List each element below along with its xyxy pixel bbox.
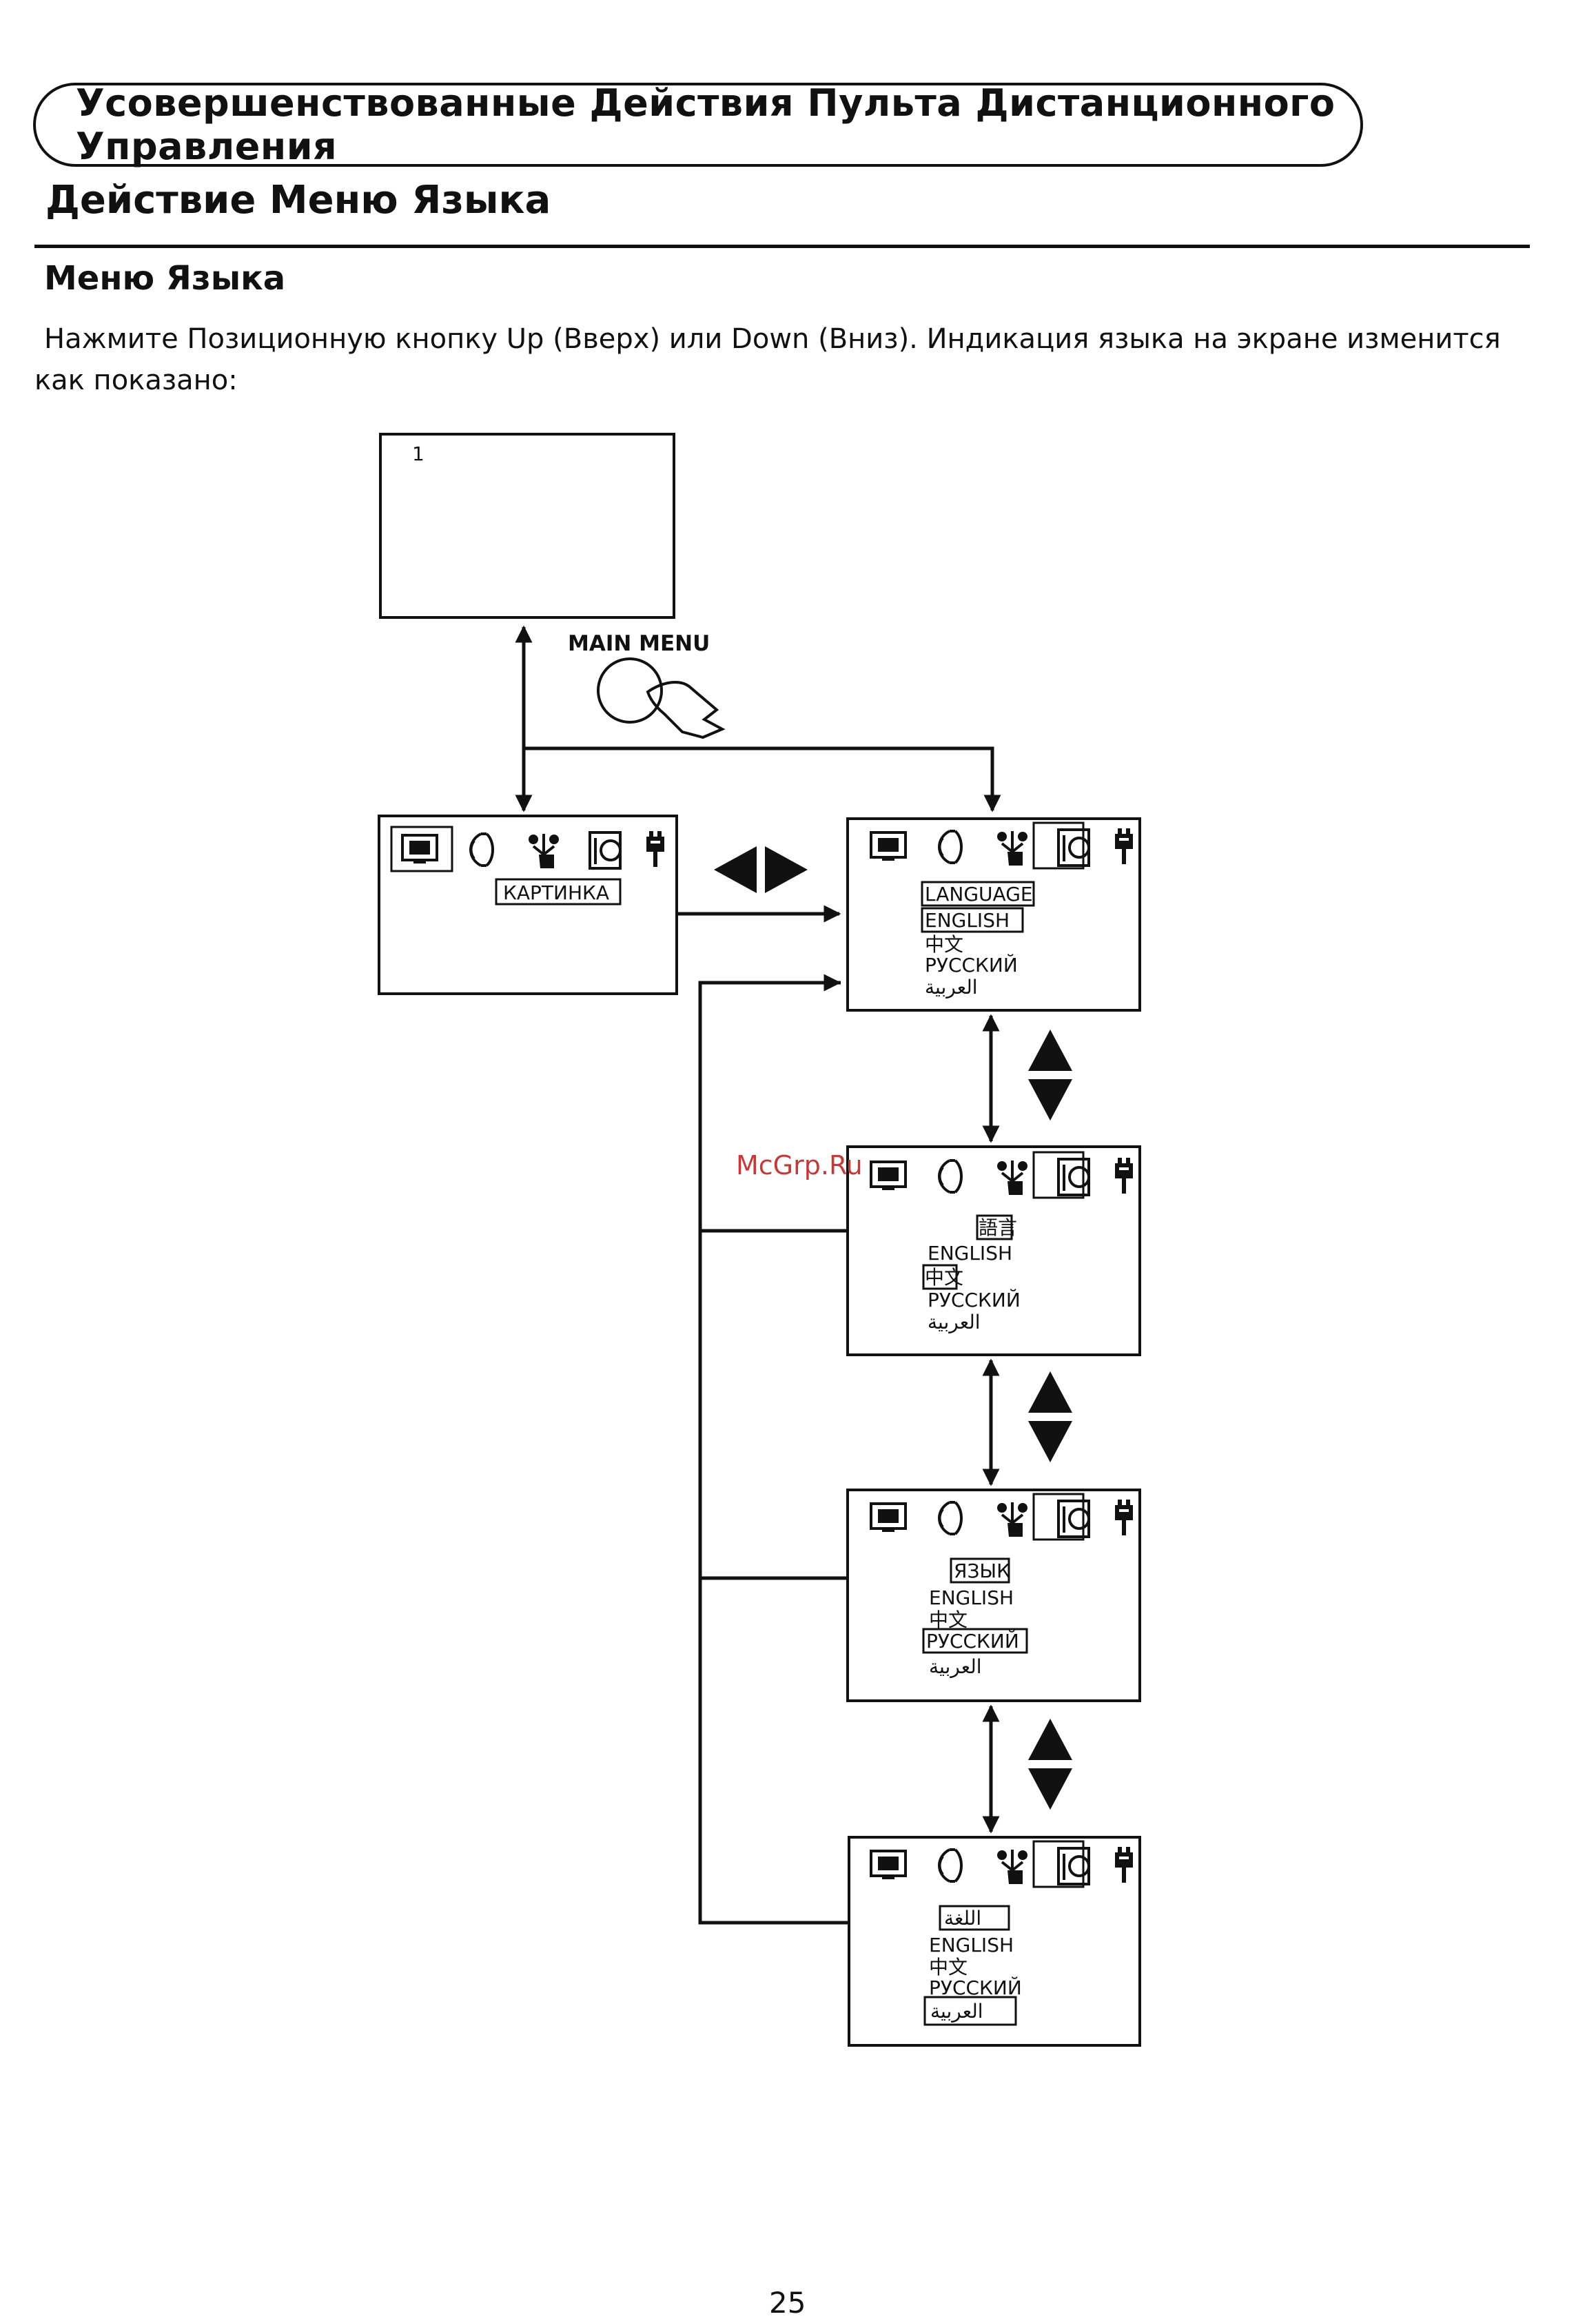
language-screen-1: LANGUAGE ENGLISH 中文 РУССКИЙ العربية <box>846 817 1141 1012</box>
option-arabic-3: العربية <box>929 1655 982 1678</box>
option-arabic-4: العربية <box>930 2000 983 2023</box>
section-banner: Усовершенствованные Действия Пульта Дист… <box>33 81 1363 168</box>
tv-screen <box>379 433 675 619</box>
option-russian-1: РУССКИЙ <box>925 953 1018 977</box>
option-chinese-2: 中文 <box>925 1266 963 1289</box>
picture-menu-label: КАРТИНКА <box>503 881 609 904</box>
banner-title: Усовершенствованные Действия Пульта Дист… <box>76 81 1336 168</box>
picture-menu-icons <box>390 826 666 872</box>
option-chinese-3: 中文 <box>929 1608 968 1631</box>
return-loop-line <box>698 981 848 1925</box>
option-russian-2: РУССКИЙ <box>928 1288 1021 1311</box>
option-english-4: ENGLISH <box>929 1934 1014 1956</box>
connector-to-language <box>524 746 1001 812</box>
option-chinese-1: 中文 <box>925 933 963 956</box>
language-heading-4: اللغة <box>944 1907 981 1930</box>
language-heading-2: 語言 <box>979 1216 1017 1239</box>
language-screen-2: 語言 ENGLISH 中文 РУССКИЙ العربية <box>846 1145 1141 1356</box>
page-number: 25 <box>769 2286 806 2320</box>
language-screen-3: ЯЗЫК ENGLISH 中文 РУССКИЙ العربية <box>846 1489 1141 1702</box>
left-right-buttons-icon <box>714 846 808 893</box>
language-heading-1: LANGUAGE <box>925 883 1033 906</box>
option-russian-3: РУССКИЙ <box>926 1629 1019 1653</box>
option-english-2: ENGLISH <box>928 1242 1012 1265</box>
instruction-text: Нажмите Позиционную кнопку Up (Вверх) ил… <box>34 323 1501 396</box>
option-russian-4: РУССКИЙ <box>929 1976 1022 1999</box>
picture-label-box <box>495 878 622 906</box>
tv-channel-number: 1 <box>412 442 424 465</box>
section-subtitle: Меню Языка <box>44 259 286 298</box>
main-menu-label: MAIN MENU <box>568 631 710 656</box>
option-english-1: ENGLISH <box>925 909 1010 932</box>
option-english-3: ENGLISH <box>929 1586 1014 1609</box>
title-divider <box>34 245 1530 248</box>
main-menu-button-icon <box>597 657 726 739</box>
watermark: McGrp.Ru <box>736 1150 863 1180</box>
option-chinese-4: 中文 <box>929 1956 968 1979</box>
up-down-buttons-icon <box>1028 1030 1072 1810</box>
page-title: Действие Меню Языка <box>45 178 551 223</box>
language-heading-3: ЯЗЫК <box>954 1560 1010 1582</box>
language-screen-4: اللغة ENGLISH 中文 РУССКИЙ العربية <box>848 1836 1141 2047</box>
option-arabic-1: العربية <box>925 976 978 999</box>
option-arabic-2: العربية <box>928 1311 981 1333</box>
